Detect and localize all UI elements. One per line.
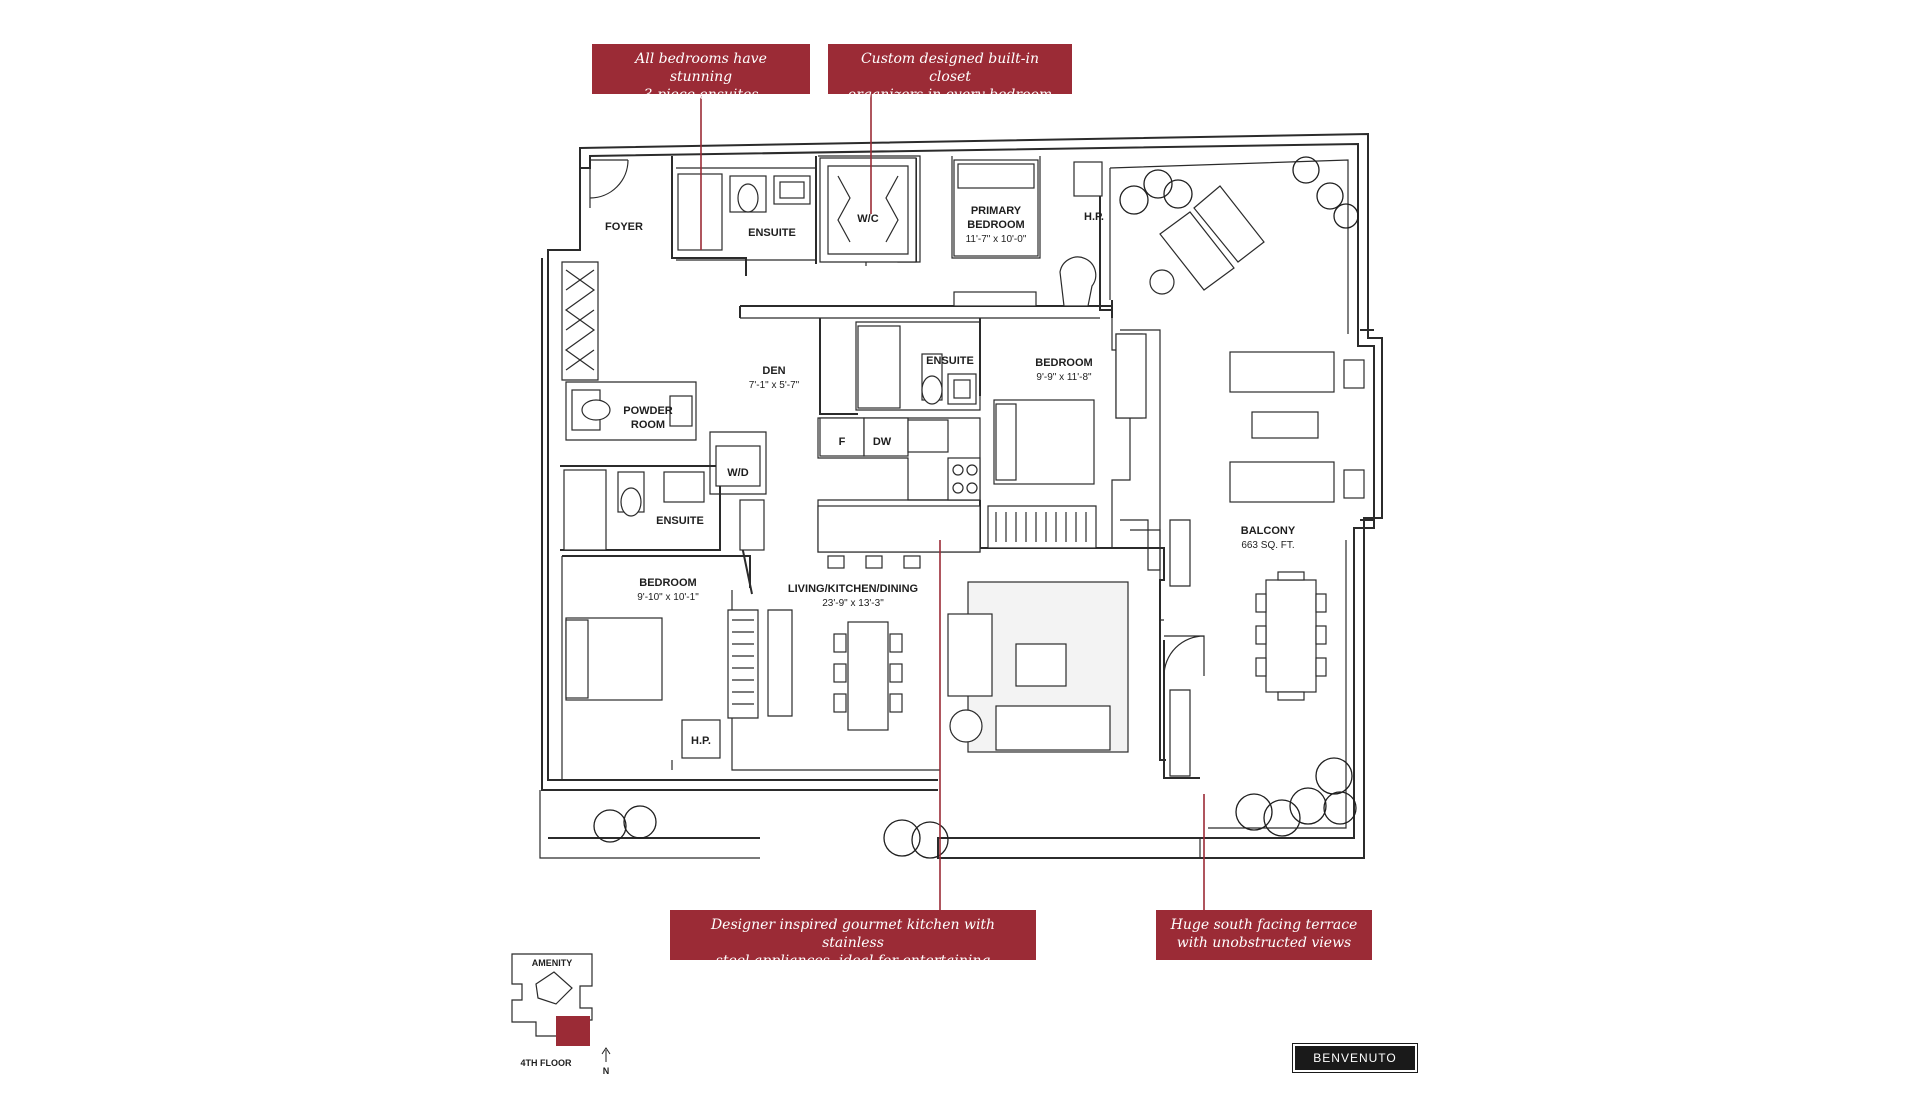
dims-den: 7'-1" x 5'-7": [749, 380, 800, 391]
interior-walls: [560, 155, 1205, 780]
label-living: LIVING/KITCHEN/DINING: [788, 583, 918, 595]
label-dishwasher: DW: [873, 436, 892, 448]
label-bedroom-east: BEDROOM: [1035, 357, 1092, 369]
label-primary-bedroom-1: PRIMARY: [971, 205, 1022, 217]
dims-living: 23'-9" x 13'-3": [822, 598, 884, 609]
label-primary-bedroom-2: BEDROOM: [967, 219, 1024, 231]
callout-kitchen: Designer inspired gourmet kitchen with s…: [670, 910, 1036, 969]
key-plan: AMENITY 4TH FLOOR N: [511, 953, 611, 1076]
callout-terrace-line1: Huge south facing terrace: [1170, 917, 1358, 933]
dims-primary-bedroom: 11'-7" x 10'-0": [966, 234, 1027, 245]
callout-closets-line1: Custom designed built-in closet: [860, 51, 1040, 85]
callout-ensuites-line2: 3-piece ensuites: [643, 87, 759, 103]
dims-bedroom-west: 9'-10" x 10'-1": [637, 592, 699, 603]
callout-terrace: Huge south facing terrace with unobstruc…: [1156, 910, 1372, 960]
callout-leaders: [700, 94, 1205, 912]
key-plan-amenity: AMENITY: [532, 958, 573, 968]
callout-ensuites-line1: All bedrooms have stunning: [635, 51, 767, 85]
dims-balcony: 663 SQ. FT.: [1241, 540, 1294, 551]
planter-trees: [593, 156, 1359, 859]
label-balcony: BALCONY: [1241, 525, 1296, 537]
label-den: DEN: [762, 365, 785, 377]
fixtures: [563, 159, 1365, 759]
callout-kitchen-line2: steel appliances, ideal for entertaining: [715, 953, 991, 969]
label-powder-1: POWDER: [623, 405, 673, 417]
label-powder-2: ROOM: [631, 419, 665, 431]
label-wic: W/C: [857, 213, 878, 225]
key-plan-floor: 4TH FLOOR: [521, 1058, 572, 1068]
key-plan-unit-highlight: [556, 1016, 590, 1046]
room-labels: FOYER ENSUITE W/C PRIMARY BEDROOM 11'-7"…: [605, 205, 1296, 747]
label-wd: W/D: [727, 467, 748, 479]
label-ensuite-top: ENSUITE: [748, 227, 796, 239]
label-bedroom-west: BEDROOM: [639, 577, 696, 589]
label-fridge: F: [839, 436, 846, 448]
dims-bedroom-east: 9'-9" x 11'-8": [1036, 372, 1092, 383]
callout-ensuites: All bedrooms have stunning 3-piece ensui…: [592, 44, 810, 103]
label-ensuite-west: ENSUITE: [656, 515, 704, 527]
label-foyer: FOYER: [605, 221, 643, 233]
label-ensuite-mid: ENSUITE: [926, 355, 974, 367]
callout-closets: Custom designed built-in closet organize…: [828, 44, 1072, 103]
brand-logo: BENVENUTO GROUP: [1292, 1043, 1418, 1089]
callout-kitchen-line1: Designer inspired gourmet kitchen with s…: [710, 917, 996, 951]
exterior-walls: [539, 132, 1383, 859]
label-hp-west: H.P.: [691, 735, 711, 747]
callout-closets-line2: organizers in every bedroom: [847, 87, 1053, 103]
callout-terrace-line2: with unobstructed views: [1176, 935, 1352, 951]
north-label: N: [603, 1066, 610, 1076]
label-hp-north: H.P.: [1084, 211, 1104, 223]
